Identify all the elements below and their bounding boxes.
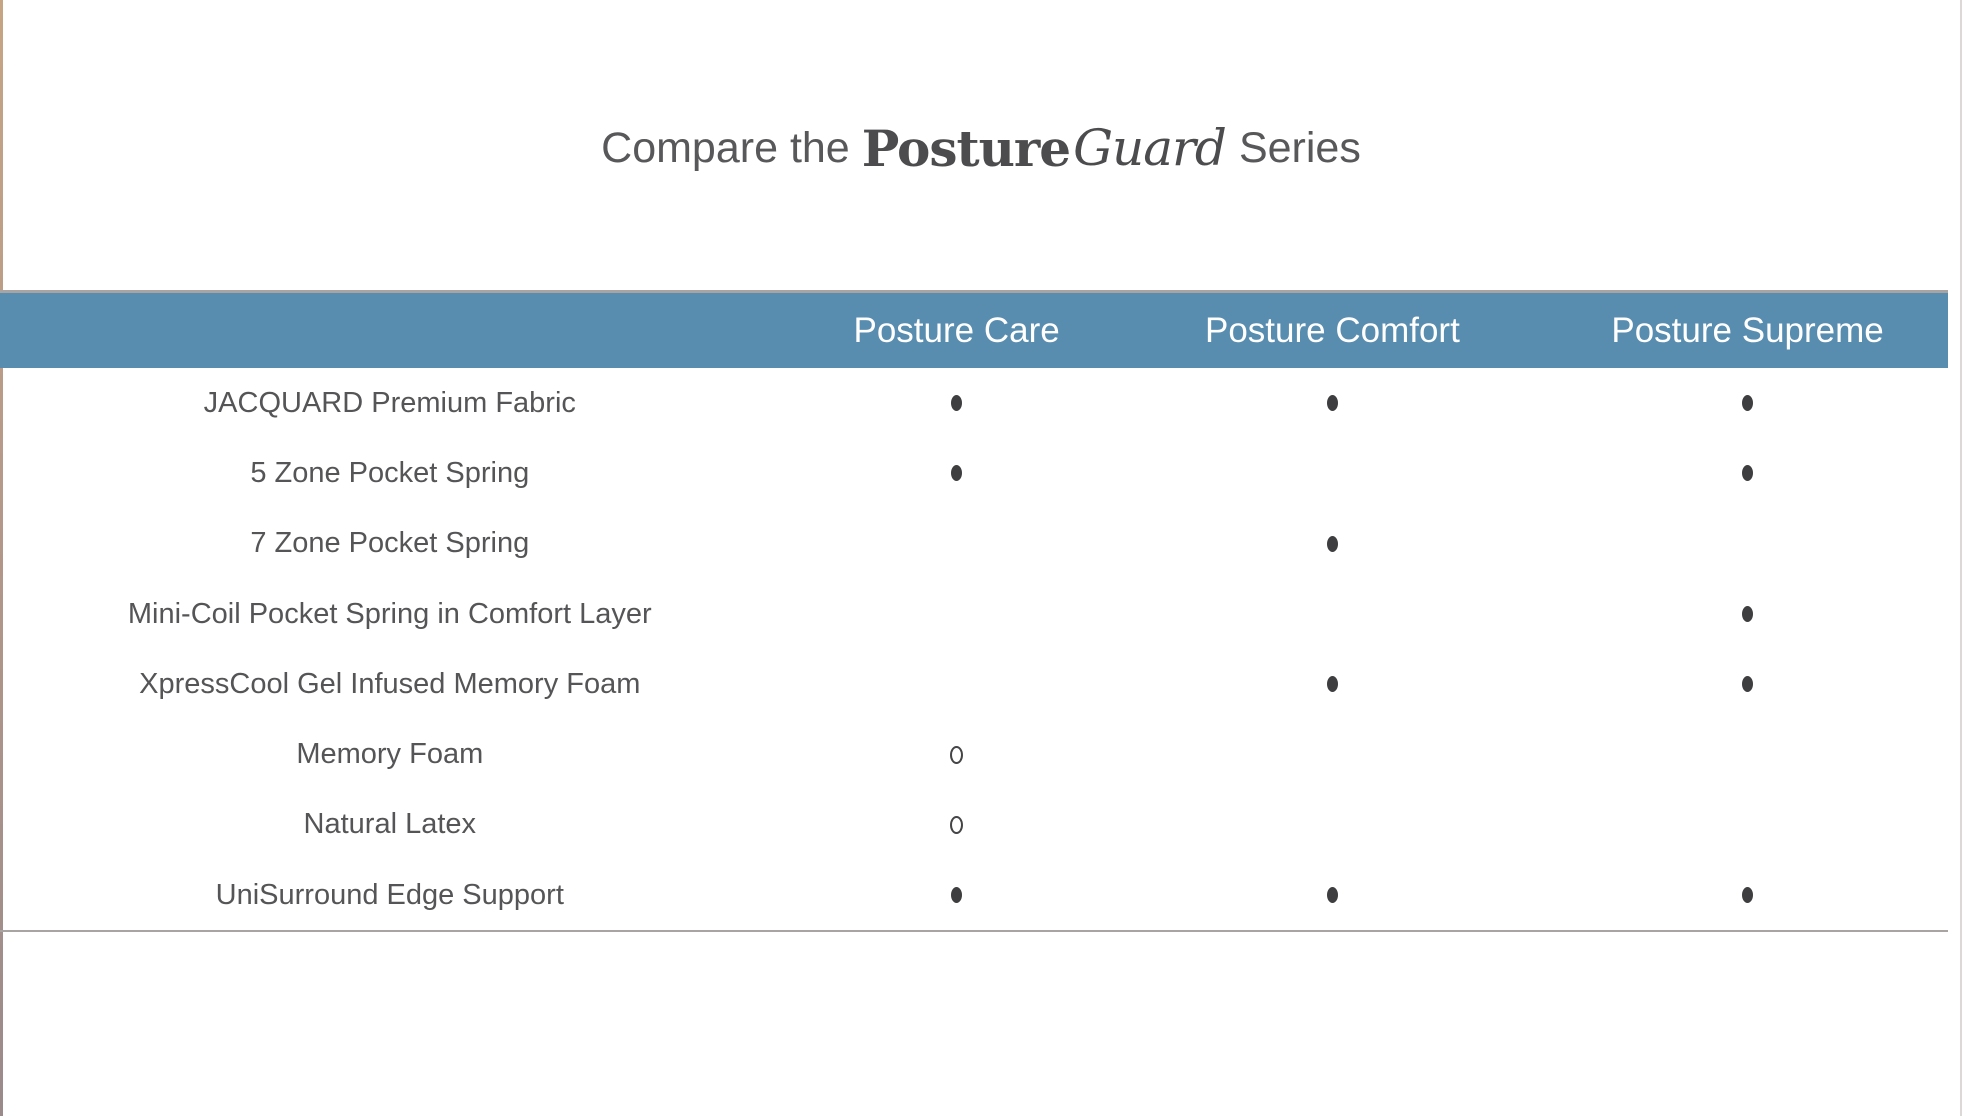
feature-marker: [1136, 649, 1529, 719]
table-row: UniSurround Edge Support: [0, 860, 1948, 930]
feature-marker: [1136, 719, 1529, 789]
feature-marker: [1136, 579, 1529, 649]
column-header-posture-supreme: Posture Supreme: [1611, 310, 1884, 350]
feature-marker: [1529, 649, 1948, 719]
feature-marker: [766, 579, 1136, 649]
title-prefix: Compare the: [601, 123, 850, 172]
feature-marker: [1136, 509, 1529, 579]
left-accent-border: [0, 0, 3, 1116]
feature-marker: [1529, 790, 1948, 860]
feature-label: Natural Latex: [303, 808, 477, 841]
table-row: 7 Zone Pocket Spring: [0, 509, 1948, 579]
feature-marker: [1529, 368, 1948, 438]
table-row: Mini-Coil Pocket Spring in Comfort Layer: [0, 579, 1948, 649]
feature-marker: [1529, 438, 1948, 508]
comparison-table-body: JACQUARD Premium Fabric 5 Zone Pocket Sp…: [0, 368, 1948, 930]
feature-label: 7 Zone Pocket Spring: [250, 527, 530, 560]
feature-marker: [766, 368, 1136, 438]
title-brand-italic: Guard: [1073, 119, 1227, 177]
table-row: XpressCool Gel Infused Memory Foam: [0, 649, 1948, 719]
feature-marker: [766, 790, 1136, 860]
table-row: Natural Latex: [0, 790, 1948, 860]
feature-marker: [1529, 860, 1948, 930]
feature-label: JACQUARD Premium Fabric: [203, 386, 576, 419]
table-header-bar: Posture Care Posture Comfort Posture Sup…: [0, 293, 1948, 368]
feature-marker: [1529, 579, 1948, 649]
feature-marker: [1136, 790, 1529, 860]
feature-marker: [1136, 438, 1529, 508]
header-top-rule: [0, 290, 1948, 293]
feature-marker: [766, 860, 1136, 930]
feature-marker: [766, 509, 1136, 579]
table-row: 5 Zone Pocket Spring: [0, 438, 1948, 508]
feature-label: Memory Foam: [296, 738, 484, 771]
feature-label: XpressCool Gel Infused Memory Foam: [139, 667, 641, 700]
title-brand-bold: Posture: [861, 118, 1071, 178]
column-header-posture-comfort: Posture Comfort: [1205, 310, 1460, 350]
table-row: JACQUARD Premium Fabric: [0, 368, 1948, 438]
table-bottom-rule: [0, 930, 1948, 932]
column-header-posture-care: Posture Care: [853, 310, 1060, 350]
feature-label: Mini-Coil Pocket Spring in Comfort Layer: [127, 597, 652, 630]
feature-marker: [1529, 509, 1948, 579]
feature-marker: [1136, 368, 1529, 438]
title-suffix: Series: [1238, 123, 1361, 172]
table-row: Memory Foam: [0, 719, 1948, 789]
feature-label: 5 Zone Pocket Spring: [250, 456, 530, 489]
page-title: Compare the Posture Guard Series: [0, 100, 1962, 196]
feature-marker: [766, 438, 1136, 508]
feature-marker: [766, 719, 1136, 789]
feature-marker: [1136, 860, 1529, 930]
feature-marker: [766, 649, 1136, 719]
right-accent-border: [1960, 0, 1962, 1116]
feature-marker: [1529, 719, 1948, 789]
feature-label: UniSurround Edge Support: [215, 878, 564, 911]
